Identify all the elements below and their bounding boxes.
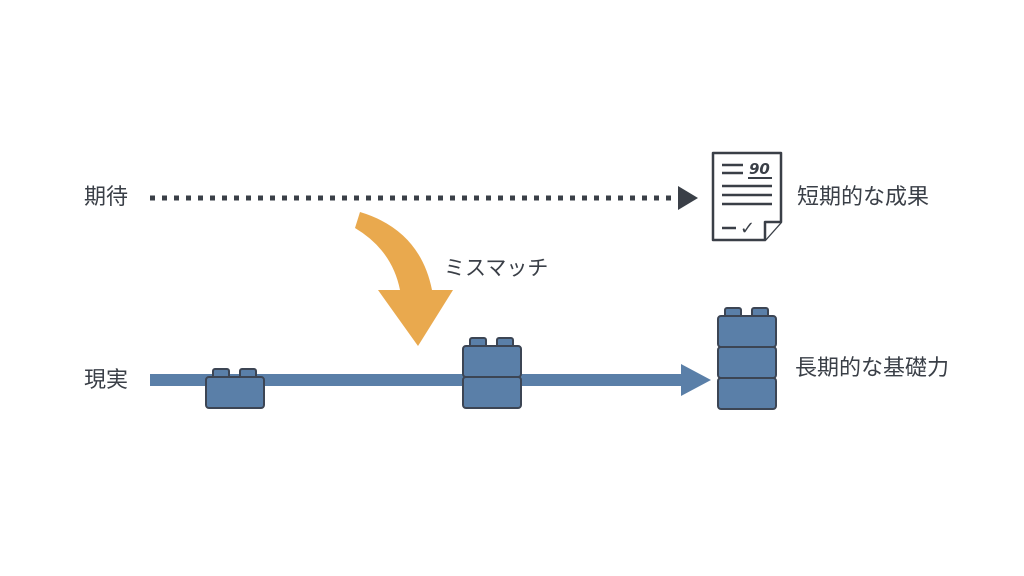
block-stack-small xyxy=(205,368,265,409)
score-value: 90 xyxy=(749,160,770,178)
block-stack-large xyxy=(717,307,777,410)
reality-arrow-shaft xyxy=(150,374,684,386)
block-stack-medium xyxy=(462,337,522,409)
long-term-foundation-label: 長期的な基礎力 xyxy=(795,356,950,381)
short-term-result-label: 短期的な成果 xyxy=(797,185,930,210)
mismatch-label: ミスマッチ xyxy=(444,256,549,280)
expectation-label: 期待 xyxy=(84,185,129,210)
reality-arrowhead xyxy=(681,364,711,396)
expectation-arrowhead xyxy=(678,186,698,210)
score-sheet-icon: 90 ✓ xyxy=(711,151,783,242)
reality-label: 現実 xyxy=(84,368,129,393)
mismatch-curved-arrow xyxy=(355,212,453,346)
check-mark-icon: ✓ xyxy=(740,218,755,239)
